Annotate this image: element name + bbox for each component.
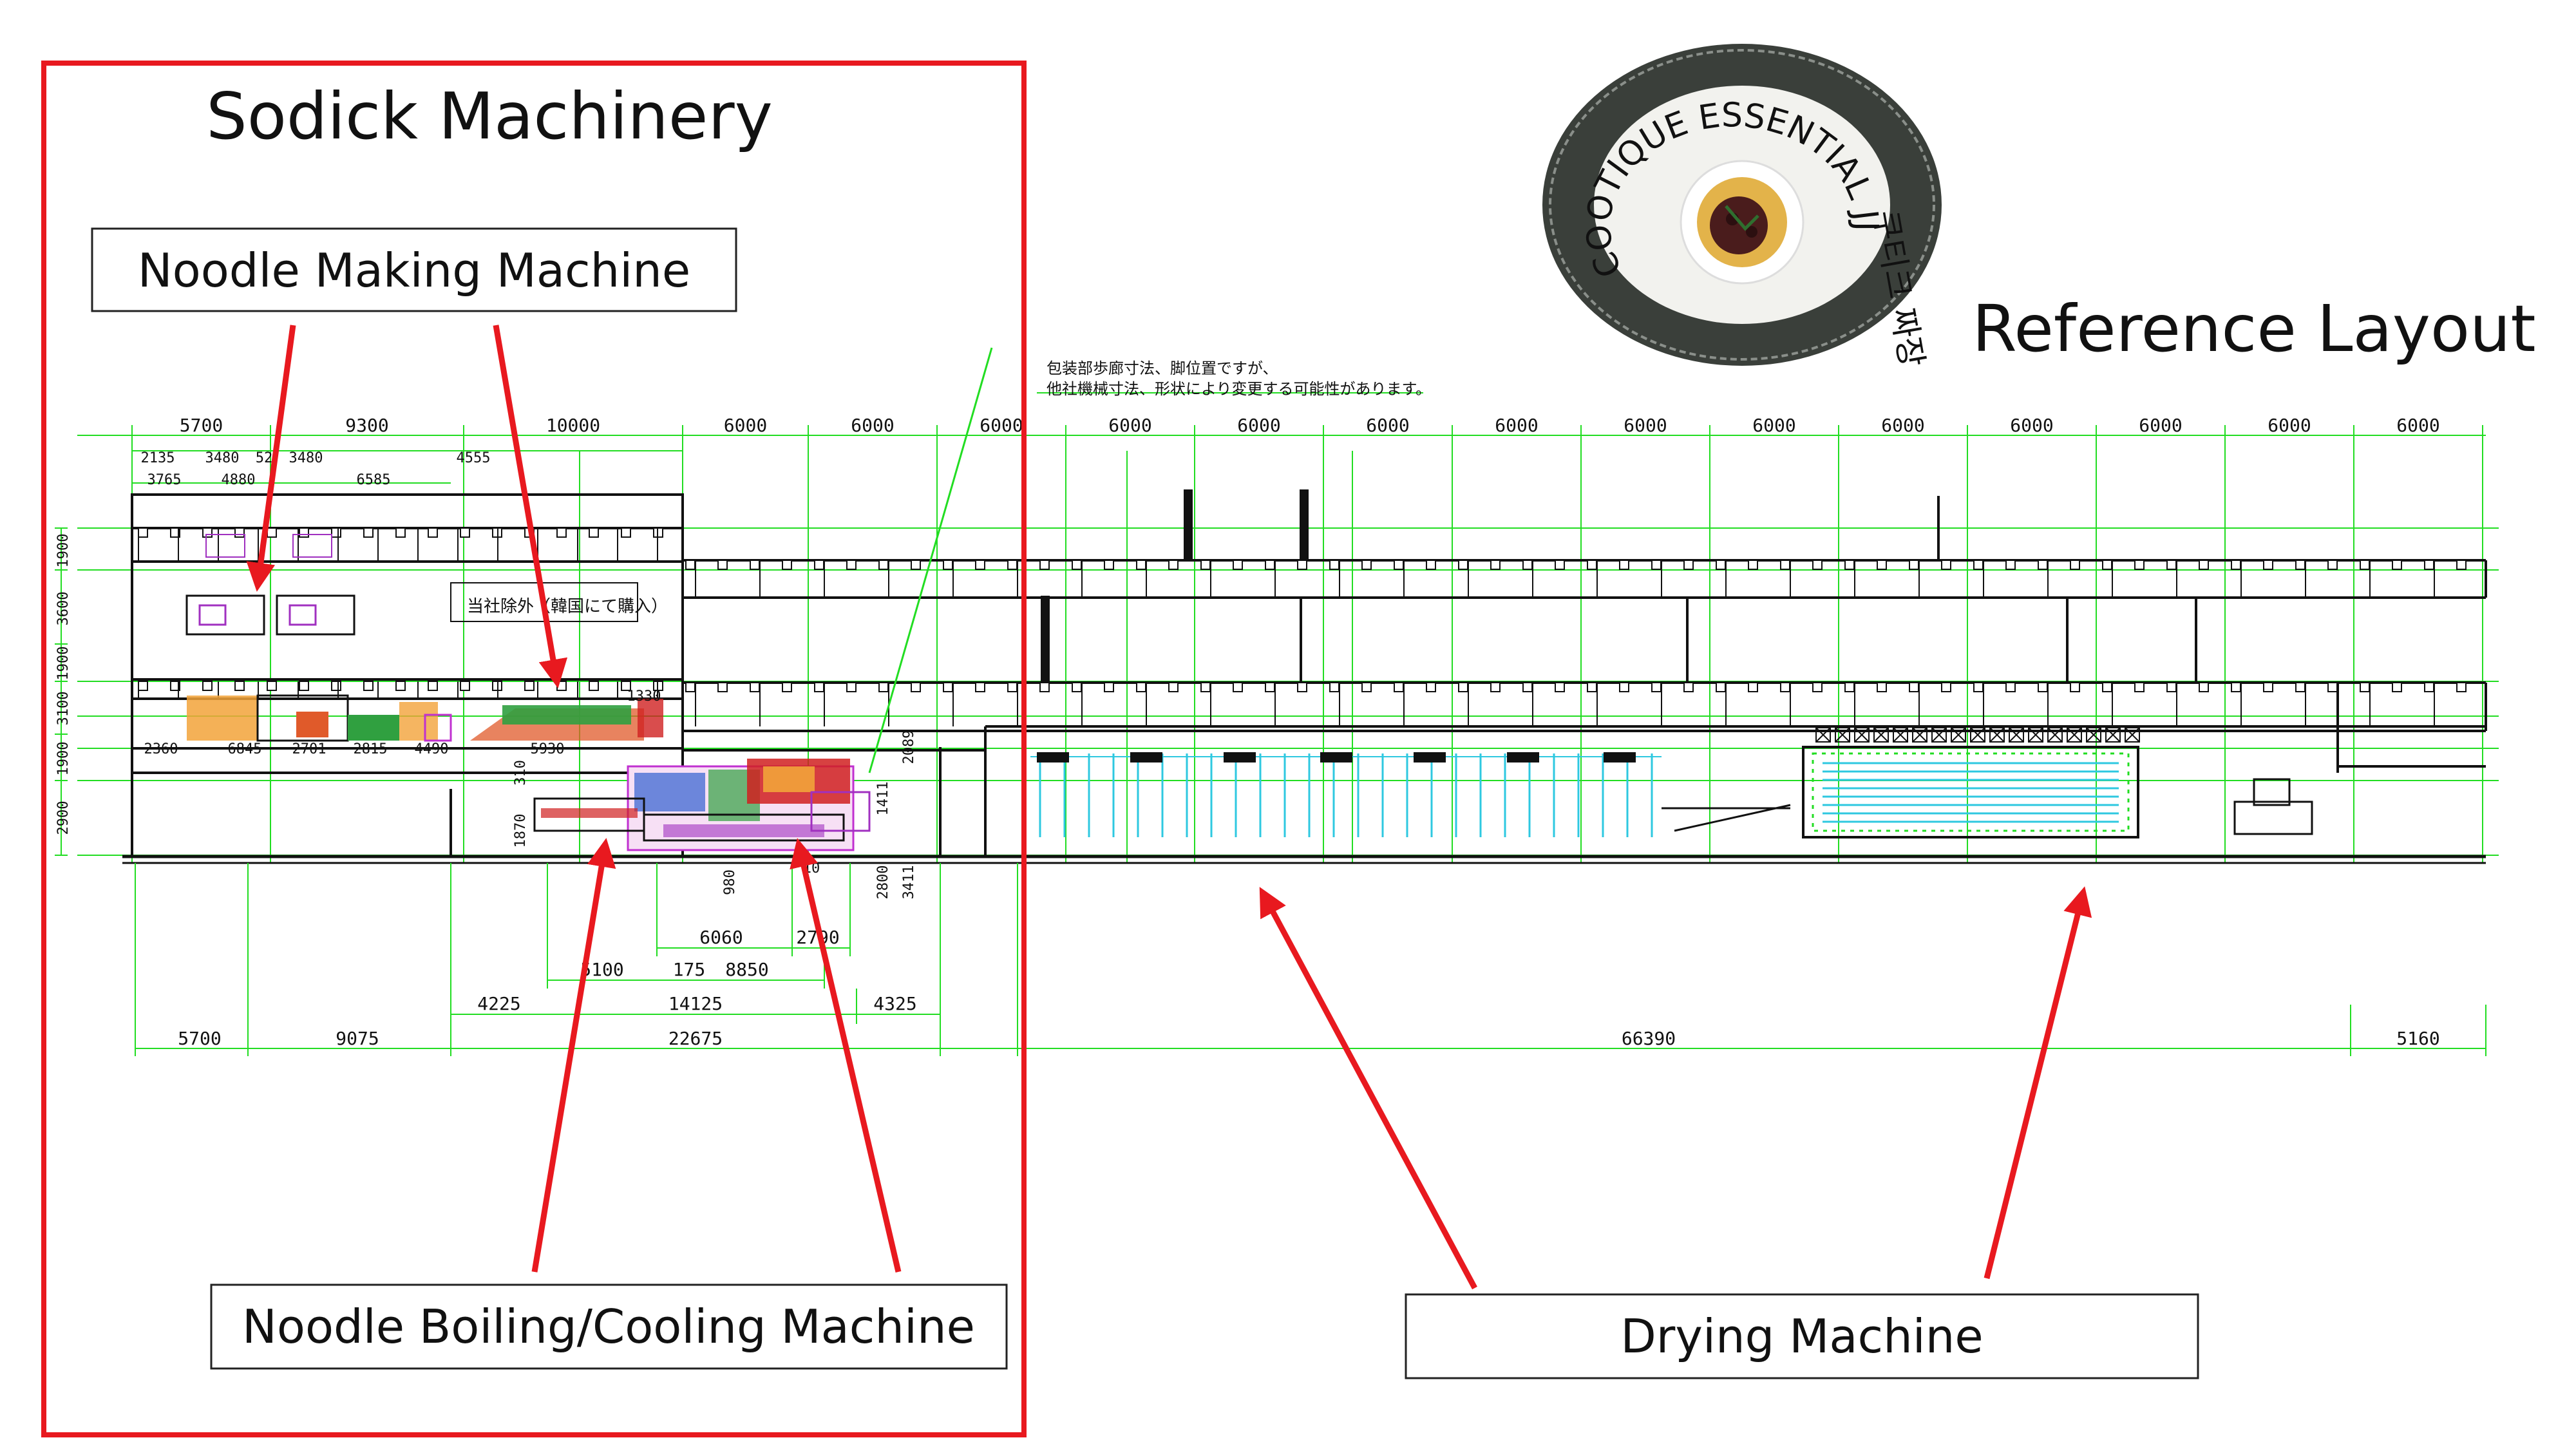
dim-1330: 1330	[627, 688, 661, 705]
arrow-boiling-2	[790, 838, 902, 1273]
arrow-noodle-making-2	[493, 325, 568, 688]
dim-14125: 14125	[668, 993, 723, 1014]
structural-columns	[1041, 489, 1309, 683]
jp-outside-note: 当社除外（韓国にて購入）	[467, 597, 668, 616]
building-structure	[122, 493, 2487, 864]
top-span-15: 6000	[2268, 415, 2311, 436]
left-height-labels: 1900 3600 1900 3100 1900 2900	[55, 534, 71, 835]
boiling-cooling-equipment	[533, 759, 871, 851]
noodle-making-equipment: 当社除外（韓国にて購入）	[185, 534, 668, 742]
drying-chamber	[1662, 746, 2313, 838]
top-span-16: 6000	[2396, 415, 2439, 436]
height-2900: 2900	[55, 801, 71, 835]
height-3600: 3600	[55, 592, 71, 626]
top-span-5: 6000	[980, 415, 1023, 436]
drying-racks	[1030, 753, 1662, 837]
height-1900-a: 1900	[55, 534, 71, 568]
dim-4555: 4555	[457, 450, 491, 466]
building-bays	[138, 527, 2467, 726]
note-leader-line	[868, 347, 993, 773]
dim-980: 980	[722, 869, 738, 895]
top-span-10: 6000	[1624, 415, 1667, 436]
dim-2815: 2815	[354, 741, 388, 757]
dim-3480-b: 3480	[289, 450, 323, 466]
top-span-dimensions: 5700 9300 10000 6000 6000 6000 6000 6000 6000 600…	[180, 415, 2440, 436]
dim-2701: 2701	[292, 741, 327, 757]
top-span-4: 6000	[851, 415, 894, 436]
dimension-grid	[77, 435, 2499, 856]
height-3100: 3100	[55, 692, 71, 726]
dim-5930: 5930	[531, 741, 565, 757]
reference-title: Reference Layout	[1972, 291, 2535, 366]
dim-2800: 2800	[875, 866, 891, 900]
top-span-9: 6000	[1495, 415, 1538, 436]
dim-6585: 6585	[357, 472, 391, 488]
dim-52: 52	[256, 450, 273, 466]
dim-3411: 3411	[901, 866, 917, 900]
arrow-noodle-making-1	[246, 325, 296, 592]
dim-2135: 2135	[141, 450, 175, 466]
dim-3480-a: 3480	[205, 450, 240, 466]
top-span-7: 6000	[1237, 415, 1280, 436]
top-span-8: 6000	[1366, 415, 1409, 436]
dim-4880: 4880	[222, 472, 256, 488]
dim-total-9075: 9075	[336, 1028, 379, 1049]
dim-4325: 4325	[873, 993, 916, 1014]
drying-label: Drying Machine	[1405, 1293, 2199, 1379]
drying-chamber-lines	[1823, 762, 2119, 823]
bottom-dimension-lines	[135, 863, 2486, 1056]
jp-note-1: 包装部歩廊寸法、脚位置ですが、	[1046, 359, 1278, 377]
dim-6845: 6845	[228, 741, 262, 757]
dim-1411: 1411	[875, 782, 891, 816]
height-1900-b: 1900	[55, 647, 71, 681]
top-span-12: 6000	[1881, 415, 1924, 436]
dim-310: 310	[513, 760, 529, 786]
drying-label-text: Drying Machine	[1620, 1309, 1983, 1363]
top-span-14: 6000	[2139, 415, 2182, 436]
jp-note-2: 他社機械寸法、形状により変更する可能性があります。	[1046, 380, 1431, 398]
callout-arrows	[246, 325, 2092, 1290]
noodle-making-label: Noodle Making Machine	[91, 227, 737, 312]
arrow-boiling-1	[531, 838, 616, 1273]
top-span-13: 6000	[2010, 415, 2053, 436]
bottom-dimension-labels: 6060 2790 5100 175 8850 4225 14125 4325 …	[178, 927, 2439, 1049]
dim-4490: 4490	[415, 741, 449, 757]
top-span-0: 5700	[180, 415, 223, 436]
top-span-3: 6000	[724, 415, 767, 436]
boiling-cooling-label-text: Noodle Boiling/Cooling Machine	[242, 1300, 975, 1354]
boiling-cooling-label: Noodle Boiling/Cooling Machine	[210, 1283, 1008, 1370]
arrow-drying-2	[1984, 886, 2092, 1280]
product-photo: COOTIQUE ESSENTIAL JJAJANG 쿠티크 짜장	[0, 0, 1942, 370]
dim-total-5160: 5160	[2396, 1028, 2439, 1049]
top-span-1: 9300	[345, 415, 388, 436]
height-1900-c: 1900	[55, 742, 71, 776]
sodick-title: Sodick Machinery	[206, 79, 773, 154]
dim-1870: 1870	[513, 814, 529, 848]
noodle-making-label-text: Noodle Making Machine	[138, 243, 690, 298]
dim-175: 175	[673, 959, 706, 980]
dim-8850: 8850	[725, 959, 768, 980]
dim-2089: 2089	[901, 730, 917, 764]
sodick-highlight-box	[41, 61, 1027, 1437]
dim-total-22675: 22675	[668, 1028, 723, 1049]
arrow-drying-1	[1259, 887, 1477, 1290]
dim-3765: 3765	[147, 472, 182, 488]
dim-6060: 6060	[699, 927, 743, 948]
mid-row-dimensions: 2360 6845 2701 2815 4490 5930 1330	[144, 688, 661, 757]
top-span-11: 6000	[1752, 415, 1795, 436]
top-sub-dimensions: 2135 3480 52 3480 4555 3765 4880 6585	[141, 450, 491, 488]
overhead-units	[1037, 752, 1636, 762]
dim-4225: 4225	[477, 993, 520, 1014]
top-span-6: 6000	[1108, 415, 1151, 436]
dim-total-66390: 66390	[1622, 1028, 1676, 1049]
dim-2360: 2360	[144, 741, 178, 757]
dim-total-5700: 5700	[178, 1028, 221, 1049]
top-span-2: 10000	[546, 415, 600, 436]
left-height-dimension	[55, 527, 68, 856]
drying-chamber-cells	[1815, 727, 2140, 743]
